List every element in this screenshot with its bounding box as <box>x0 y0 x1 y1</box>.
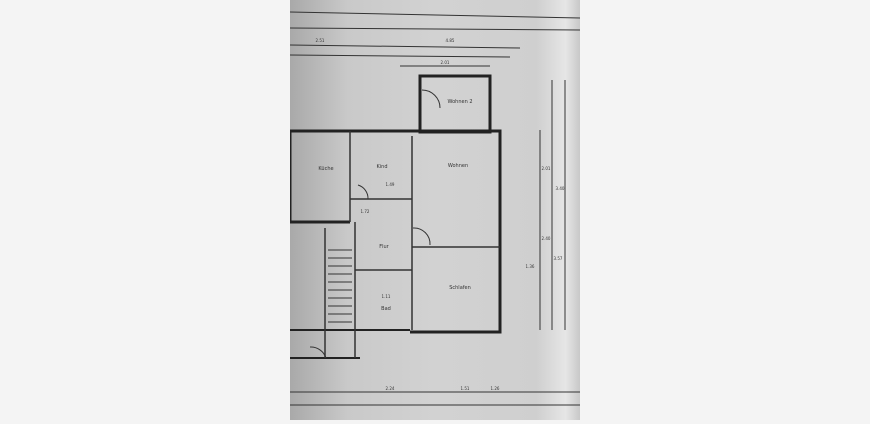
dimension-label: 1.26 <box>491 386 500 391</box>
room-label-flur: Flur <box>379 244 389 250</box>
door-swings <box>309 89 441 359</box>
room-label-schlafen: Schlafen <box>449 285 471 291</box>
dimension-label: 4.85 <box>446 38 455 43</box>
dimension-label: 1.49 <box>386 182 395 187</box>
dimension-line <box>289 27 581 31</box>
room-label-kind: Kind <box>376 164 387 170</box>
room-label-kueche: Küche <box>318 166 333 172</box>
dimension-label: 2.01 <box>441 60 450 65</box>
dimension-label: 2.40 <box>542 236 551 241</box>
dimension-label: 1.11 <box>382 294 391 299</box>
floor-plan: Küche Kind Wohnen Wohnen 2 Flur Schlafen… <box>288 11 581 406</box>
dimension-label: 2.01 <box>542 166 551 171</box>
staircase <box>328 249 352 323</box>
dimension-label: 3.57 <box>554 256 563 261</box>
outer-wall <box>288 131 350 224</box>
room-label-wohnen2: Wohnen 2 <box>447 99 472 105</box>
room-label-bad: Bad <box>381 306 391 312</box>
room-label-wohnen: Wohnen <box>448 163 468 169</box>
outer-wall <box>290 129 502 334</box>
dimension-label: 1.72 <box>361 209 370 214</box>
dimension-label: 2.51 <box>316 38 325 43</box>
dimension-label: 2.24 <box>386 386 395 391</box>
dimension-line <box>289 54 511 58</box>
dimension-label: 1.51 <box>461 386 470 391</box>
dimension-label: 3.40 <box>556 186 565 191</box>
dimension-line <box>289 11 581 19</box>
floor-plan-photo: Küche Kind Wohnen Wohnen 2 Flur Schlafen… <box>288 0 581 420</box>
dimension-line <box>289 44 521 49</box>
dimension-label: 1.36 <box>526 264 535 269</box>
